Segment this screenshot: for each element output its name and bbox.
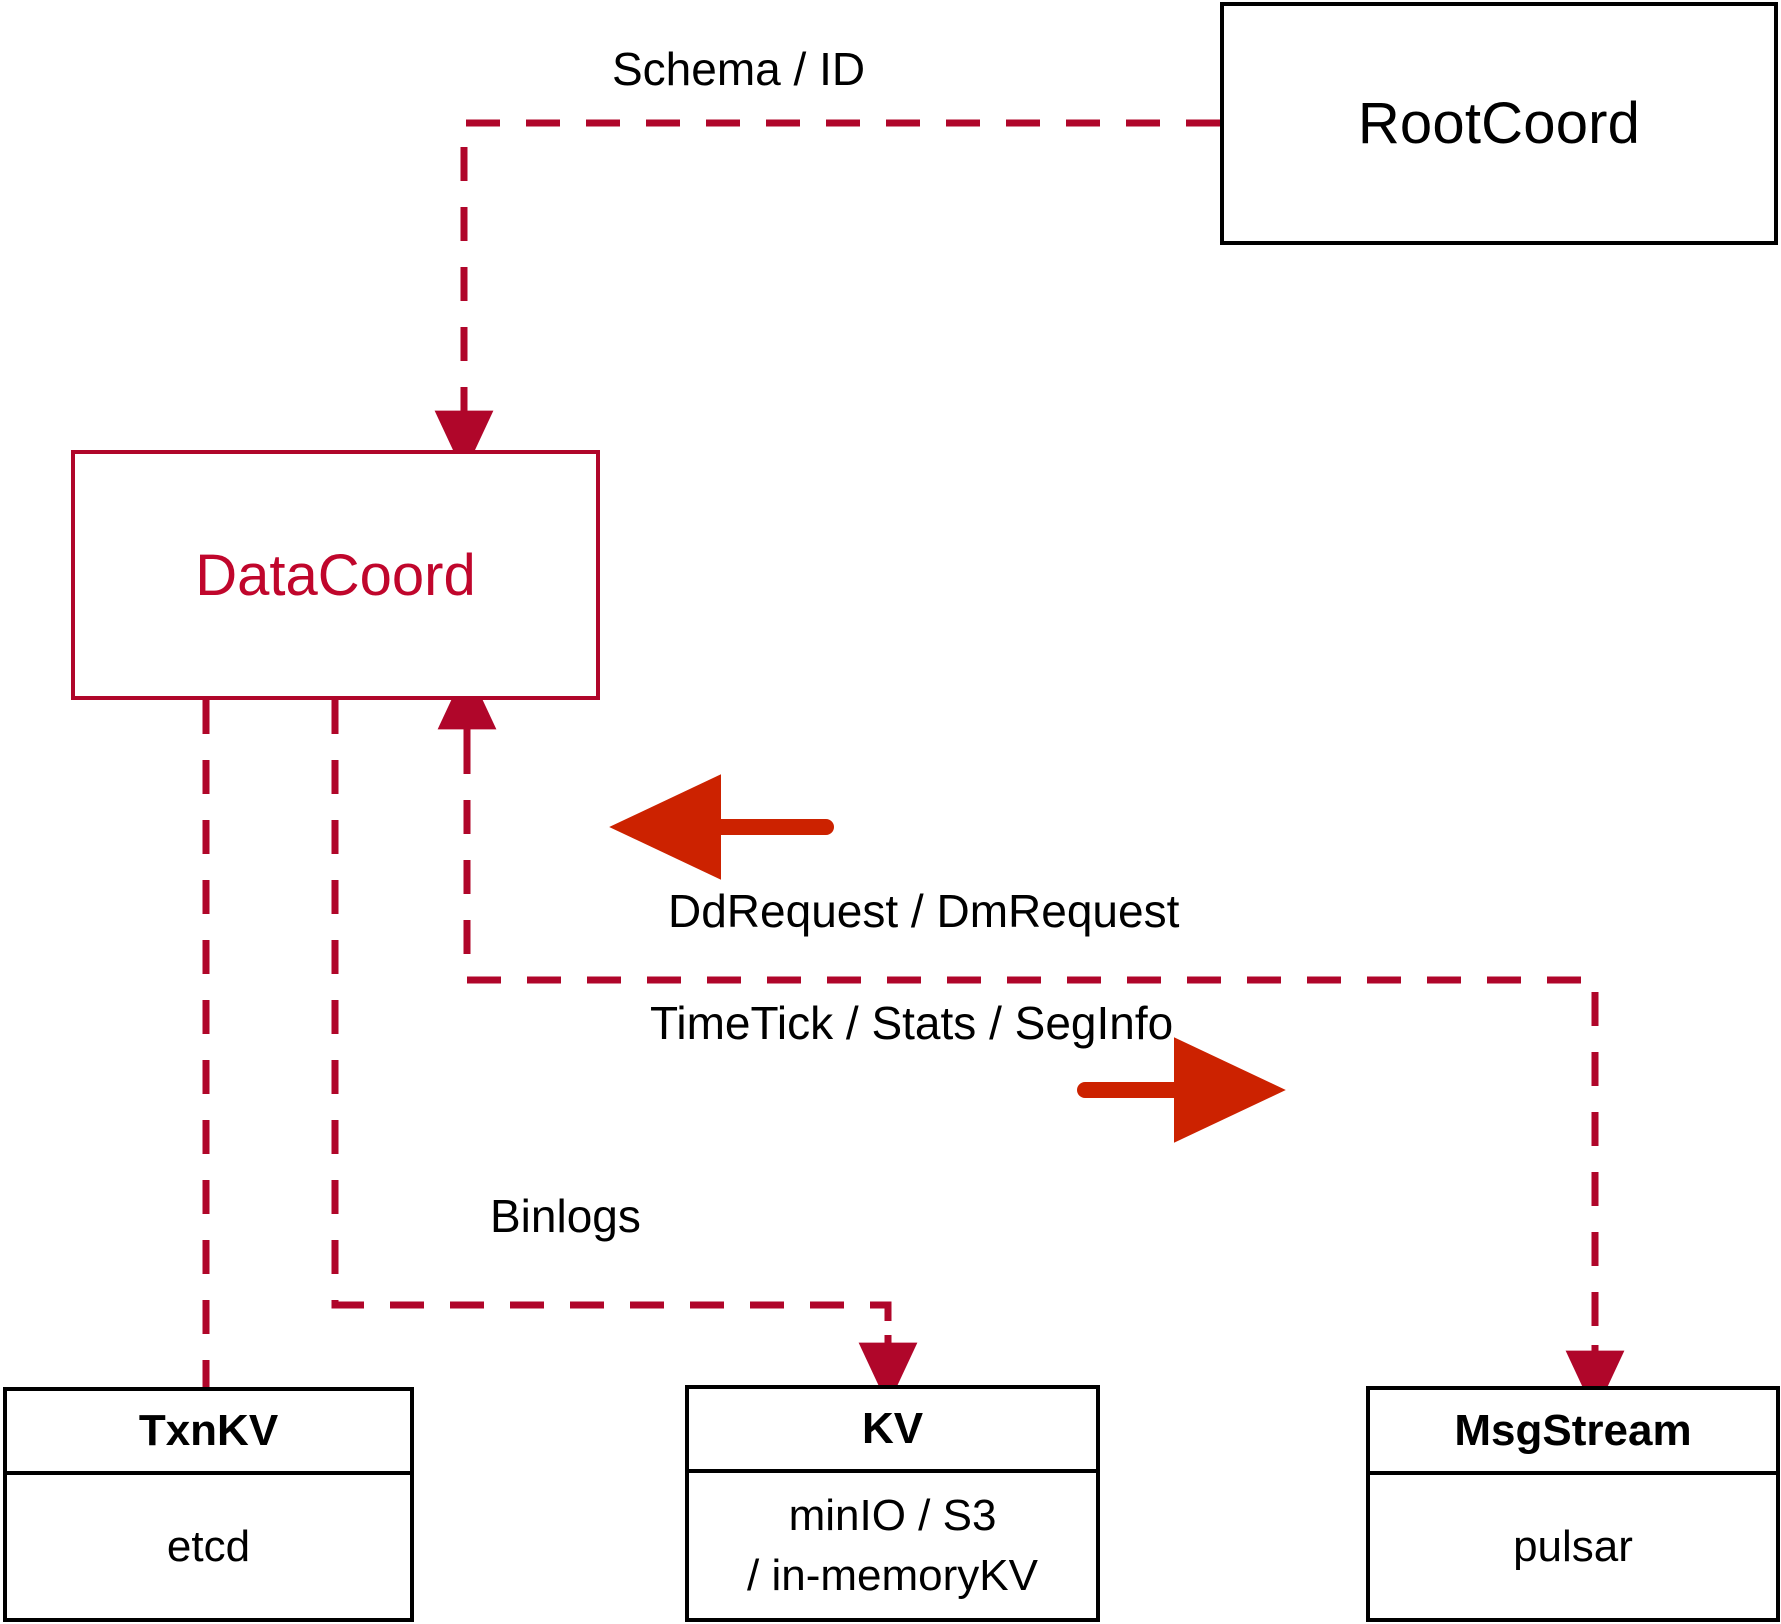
node-msgstream-body-line1: pulsar [1513,1521,1633,1571]
node-datacoord[interactable]: DataCoord [71,450,600,700]
node-msgstream-body: pulsar [1370,1475,1776,1618]
edge-label-dd-dm-request: DdRequest / DmRequest [668,885,1180,937]
node-kv-header: KV [689,1389,1096,1473]
node-kv-body-line1: minIO / S3 [788,1491,997,1541]
node-msgstream-header: MsgStream [1370,1390,1776,1475]
node-rootcoord-label: RootCoord [1357,91,1641,156]
node-msgstream[interactable]: MsgStream pulsar [1366,1386,1780,1622]
node-kv-body: minIO / S3 / in-memoryKV [689,1473,1096,1618]
node-kv[interactable]: KV minIO / S3 / in-memoryKV [685,1385,1100,1622]
node-txnkv[interactable]: TxnKV etcd [3,1387,414,1622]
edge-label-schema-id: Schema / ID [612,43,866,95]
node-txnkv-body: etcd [7,1475,410,1618]
edge-label-timetick-stats-seginfo: TimeTick / Stats / SegInfo [650,997,1174,1049]
edge-label-binlogs: Binlogs [490,1190,641,1242]
node-rootcoord[interactable]: RootCoord [1220,2,1778,245]
node-txnkv-body-line1: etcd [166,1521,251,1571]
node-kv-body-line2: / in-memoryKV [747,1550,1038,1600]
node-datacoord-label: DataCoord [195,542,476,608]
edge-schema-id [434,119,1220,474]
node-txnkv-header: TxnKV [7,1391,410,1475]
